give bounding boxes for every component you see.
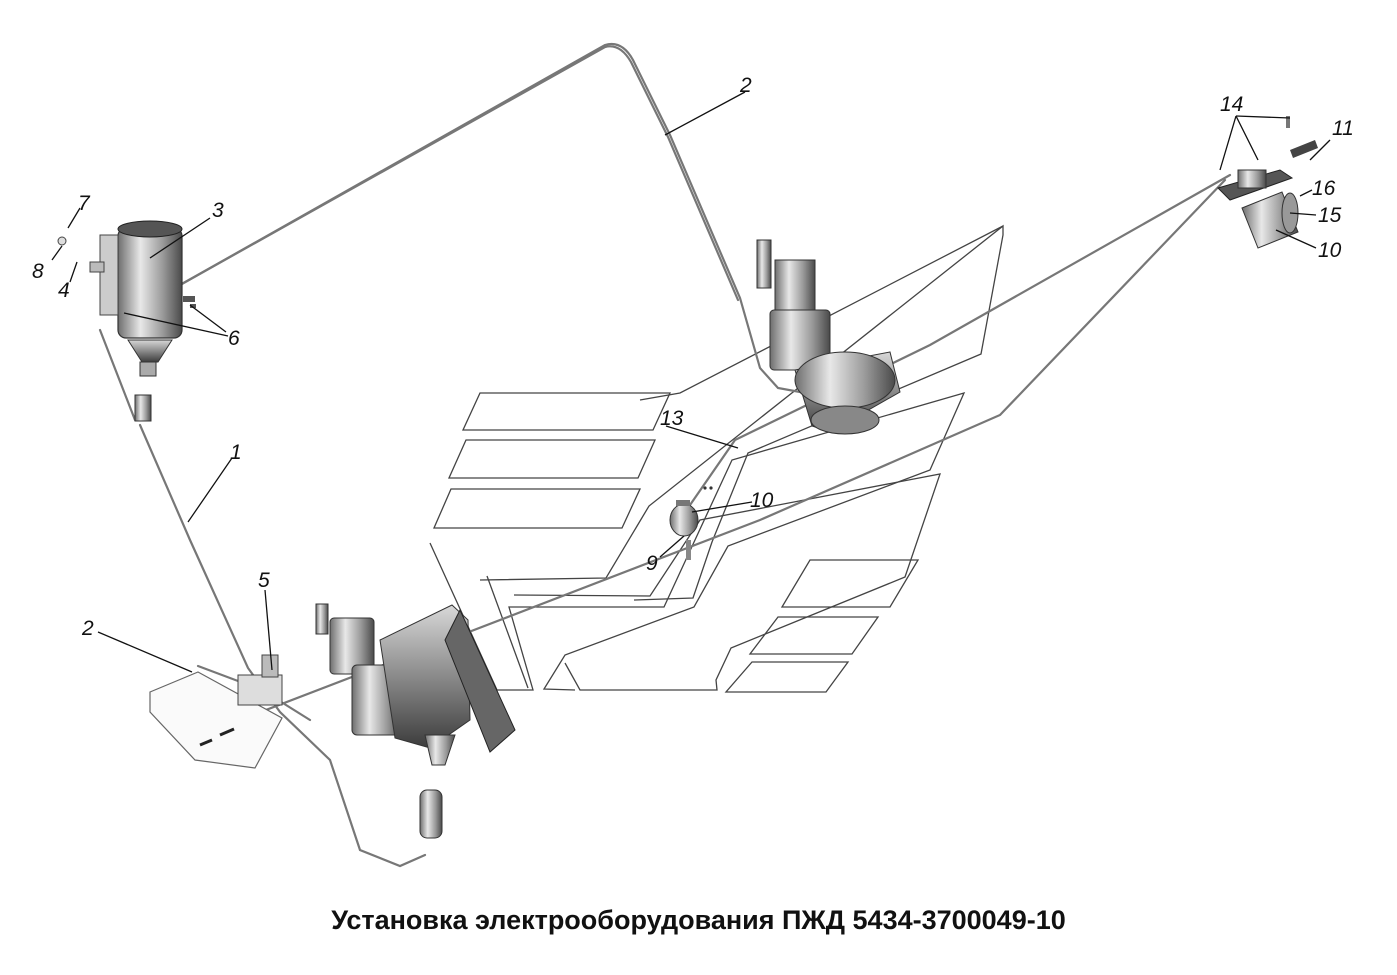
callout-16: 16	[1312, 177, 1336, 200]
heater-pump-unit	[756, 239, 901, 435]
callout-8: 8	[32, 260, 44, 283]
callout-10-centre: 10	[750, 489, 774, 512]
wiring-harness	[98, 42, 1232, 868]
callout-15: 15	[1318, 204, 1342, 227]
pump-motor-assembly	[237, 603, 516, 839]
frame-outline	[429, 224, 1004, 693]
callout-labels: 2 14 11 16 15 10 7 3 8 4 6 1 13 10 9 5 2	[32, 74, 1354, 640]
callout-14: 14	[1220, 93, 1243, 116]
callout-7: 7	[78, 192, 91, 215]
heater-cylinder	[57, 220, 196, 422]
sensor-assembly	[669, 486, 713, 560]
callout-10-right: 10	[1318, 239, 1342, 262]
callout-2-left: 2	[81, 617, 94, 640]
callout-11: 11	[1332, 117, 1354, 140]
callout-3: 3	[212, 199, 224, 222]
callout-13: 13	[660, 407, 684, 430]
callout-5: 5	[258, 569, 270, 592]
bracket-plate	[149, 671, 283, 769]
callout-4: 4	[58, 279, 70, 302]
callout-1: 1	[230, 441, 242, 464]
relay-block	[1217, 116, 1318, 249]
callout-2-top: 2	[739, 74, 752, 97]
callout-9: 9	[646, 552, 658, 575]
diagram-title: Установка электрооборудования ПЖД 5434-3…	[331, 905, 1066, 935]
leader-lines	[51, 91, 1331, 673]
callout-6: 6	[228, 327, 240, 350]
